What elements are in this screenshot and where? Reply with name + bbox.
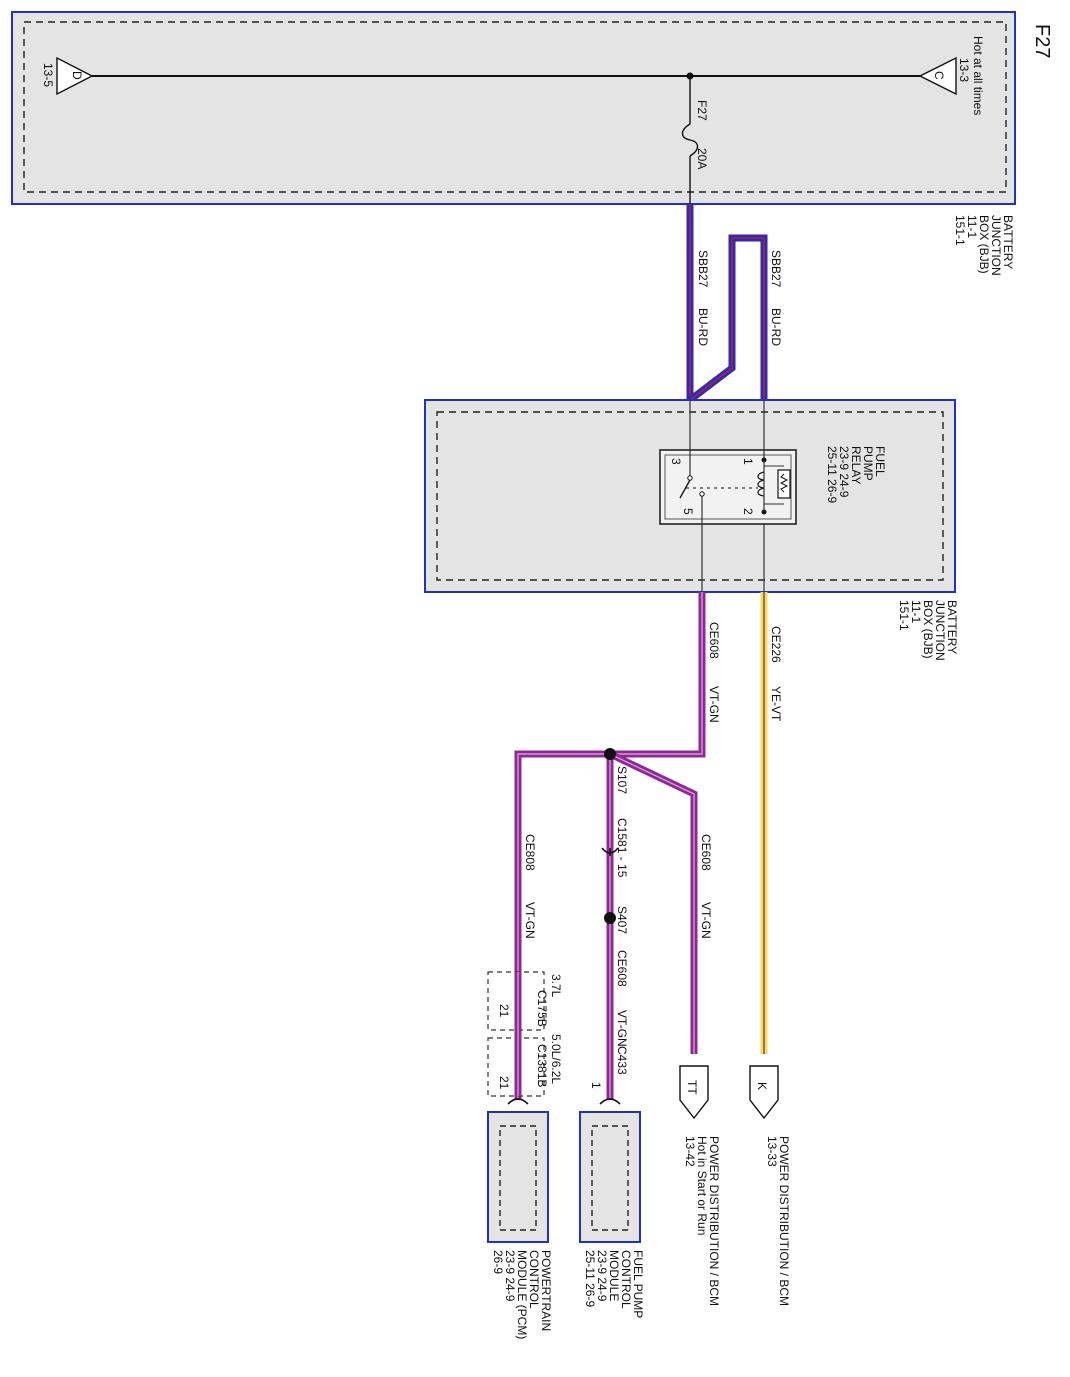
- powertrain-control-module: [487, 1111, 549, 1243]
- top-bjb-label-line-2: JUNCTION: [989, 215, 1003, 276]
- top-bjb-label-line-3: BOX (BJB): [977, 215, 991, 274]
- ce808-pcm-color: VT-GN: [523, 902, 537, 939]
- opt-b-pin: 21: [497, 1076, 511, 1090]
- pcm-label: POWERTRAIN CONTROL MODULE (PCM) 23-9 24-…: [491, 1250, 553, 1339]
- top-bjb-label-line-1: BATTERY: [1001, 215, 1015, 269]
- connector-tt-label: POWER DISTRIBUTION / BCM Hot in Start or…: [683, 1136, 721, 1306]
- fpcm-pin-connector: [599, 1098, 621, 1105]
- relay-label-line-5: 25-11 26-9: [825, 446, 839, 503]
- relay-bjb-label: BATTERY JUNCTION BOX (BJB) 11-1 151-1: [897, 600, 959, 661]
- sbb27-right-color: BU-RD: [769, 308, 783, 346]
- opt-a-pin: 21: [497, 1004, 511, 1018]
- fuse-name: F27: [695, 100, 709, 121]
- ce608-main-color: VT-GN: [707, 686, 721, 723]
- fpcm-label-line-5: 25-11 26-9: [583, 1250, 597, 1307]
- connector-tt-label-line-3: 13-42: [683, 1136, 697, 1167]
- splice-s407-label: S407: [615, 906, 629, 934]
- connector-d-ref: 13-5: [41, 63, 55, 87]
- splice-s107-dot: [604, 748, 616, 760]
- top-bjb-label-line-4: 11-1: [965, 215, 979, 238]
- connector-k-label-line-2: 13-33: [765, 1136, 779, 1167]
- fuel-pump-relay: 1 2 3 5: [659, 400, 797, 525]
- relay-bjb-label-line-3: BOX (BJB): [921, 600, 935, 659]
- top-bjb-label-line-5: 151-1: [953, 215, 967, 246]
- pcm-pin-connector: [507, 1098, 529, 1105]
- engine-option-boxes: 3.7L C175B 21 5.0L/6.2L C1381B 21 1: [487, 971, 603, 1097]
- relay-label-line-1: FUEL: [873, 446, 887, 477]
- fuse-rating: 20A: [695, 148, 709, 169]
- ce608-fpcm-color: VT-GN: [615, 1010, 629, 1047]
- wire-ce226: CE226 YE-VT: [760, 524, 783, 1054]
- connector-k-label: POWER DISTRIBUTION / BCM 13-33: [765, 1136, 791, 1306]
- fpcm-label-line-3: MODULE: [607, 1250, 621, 1301]
- relay-pin-2: 2: [741, 508, 755, 515]
- relay-bjb-label-line-1: BATTERY: [945, 600, 959, 654]
- opt-b-connector: C1381B: [535, 1044, 549, 1087]
- ce226-color: YE-VT: [769, 686, 783, 722]
- pcm-label-line-2: CONTROL: [527, 1250, 541, 1309]
- relay-pin-5: 5: [681, 508, 695, 515]
- fuse-f27: F27 20A: [681, 76, 709, 204]
- ce226-circuit: CE226: [769, 626, 783, 663]
- connector-tt-label-line-2: Hot in Start or Run: [695, 1136, 709, 1235]
- top-bjb-label: BATTERY JUNCTION BOX (BJB) 11-1 151-1: [953, 215, 1015, 276]
- relay-pin-3: 3: [669, 458, 683, 465]
- relay-pin-1: 1: [741, 458, 755, 465]
- splice-s107-label: S107: [615, 766, 629, 794]
- ce608-main-circuit: CE608: [707, 622, 721, 659]
- relay-bjb-label-line-4: 11-1: [909, 600, 923, 623]
- top-bjb-box: [11, 11, 1016, 205]
- fpcm-label-line-1: FUEL PUMP: [631, 1250, 645, 1318]
- sbb27-left-color: BU-RD: [696, 308, 710, 346]
- pcm-label-line-3: MODULE (PCM): [515, 1250, 529, 1339]
- c1581-label: C1581 - 15: [615, 818, 629, 878]
- pcm-label-line-5: 26-9: [491, 1250, 505, 1274]
- fpcm-label-line-2: CONTROL: [619, 1250, 633, 1309]
- pcm-label-line-1: POWERTRAIN: [539, 1250, 553, 1331]
- fpcm-label: FUEL PUMP CONTROL MODULE 23-9 24-9 25-11…: [583, 1250, 645, 1318]
- opt-a-engine: 3.7L: [549, 974, 563, 998]
- connector-c-ref: 13-3: [957, 58, 971, 82]
- connector-tt-label-line-1: POWER DISTRIBUTION / BCM: [707, 1136, 721, 1306]
- sbb27-left-circuit: SBB27: [696, 250, 710, 288]
- connector-d: D 13-5: [41, 56, 94, 96]
- connector-c-letter: C: [932, 71, 946, 80]
- ce608-fpcm-circuit: CE608: [615, 950, 629, 987]
- c433-label: C433: [615, 1046, 629, 1075]
- relay-bjb-label-line-5: 151-1: [897, 600, 911, 631]
- relay-label-line-4: 23-9 24-9: [837, 446, 851, 498]
- opt-a-connector: C175B: [535, 990, 549, 1027]
- ce608-tt-color: VT-GN: [699, 902, 713, 939]
- wire-ce608: CE608 VT-GN CE608 VT-GN CE808 VT-GN S107…: [514, 524, 721, 1100]
- splice-s407-dot: [604, 912, 616, 924]
- connector-d-letter: D: [70, 71, 84, 80]
- fpcm-label-line-4: 23-9 24-9: [595, 1250, 609, 1302]
- fuel-pump-relay-label: FUEL PUMP RELAY 23-9 24-9 25-11 26-9: [825, 446, 887, 503]
- relay-label-line-2: PUMP: [861, 446, 875, 481]
- sbb27-right-circuit: SBB27: [769, 250, 783, 288]
- wire-sbb27: SBB27 BU-RD SBB27 BU-RD: [686, 204, 783, 403]
- fuel-pump-control-module: [579, 1111, 641, 1243]
- ce608-tt-circuit: CE608: [699, 834, 713, 871]
- connector-k: K: [749, 1065, 779, 1120]
- fpcm-pin: 1: [589, 1082, 603, 1089]
- connector-k-letter: K: [755, 1082, 769, 1090]
- connector-tt: TT: [679, 1065, 709, 1120]
- relay-label-line-3: RELAY: [849, 446, 863, 484]
- hot-at-all-times-label: Hot at all times: [971, 36, 985, 115]
- connector-c: C 13-3 Hot at all times: [918, 36, 985, 115]
- page-title: F27: [1031, 24, 1053, 58]
- pcm-label-line-4: 23-9 24-9: [503, 1250, 517, 1302]
- ce808-pcm-circuit: CE808: [523, 834, 537, 871]
- opt-b-engine: 5.0L/6.2L: [549, 1034, 563, 1084]
- connector-tt-letter: TT: [685, 1080, 699, 1095]
- connector-k-label-line-1: POWER DISTRIBUTION / BCM: [777, 1136, 791, 1306]
- relay-bjb-label-line-2: JUNCTION: [933, 600, 947, 661]
